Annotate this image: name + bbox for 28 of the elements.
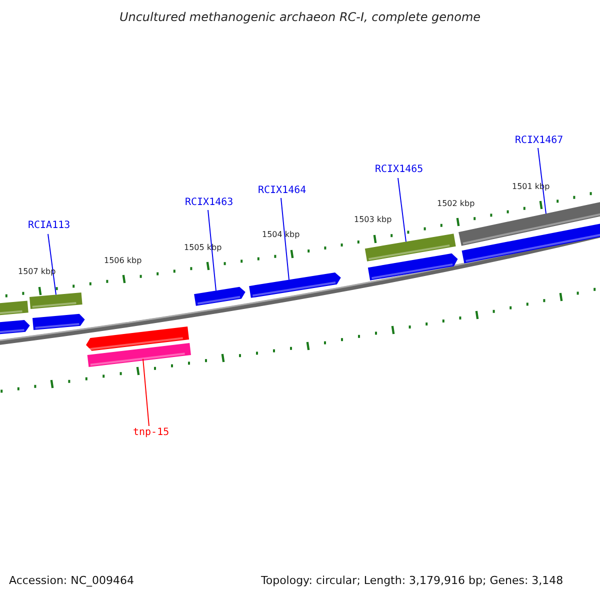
footer-text: Accession: NC_009464 (9, 575, 134, 586)
gene-label: RCIX1463 (185, 198, 234, 208)
gene-label: RCIA113 (28, 221, 70, 231)
gene-feature (87, 343, 191, 367)
footer-text: Topology: circular; Length: 3,179,916 bp; Genes: 3,148 (261, 575, 564, 586)
scale-label: 1503 kbp (354, 216, 392, 224)
scale-label: 1502 kbp (437, 200, 475, 208)
gene-feature (29, 292, 82, 309)
title: Uncultured methanogenic archaeon RC-I, complete genome (118, 11, 482, 23)
leader-line (142, 358, 150, 426)
gene-feature (0, 320, 30, 335)
scale-label: 1504 kbp (262, 231, 300, 239)
leader-line (398, 178, 406, 242)
gene-feature (364, 234, 456, 262)
gene-label: RCIX1465 (375, 165, 424, 175)
gene-feature (462, 222, 600, 264)
gene-feature (32, 314, 85, 330)
scale-label: 1506 kbp (104, 257, 142, 265)
gene-feature (86, 326, 190, 351)
gene-label: RCIX1467 (515, 136, 564, 146)
gene-label: tnp-15 (133, 428, 170, 438)
gene-feature (249, 272, 341, 298)
gene-feature (458, 200, 600, 246)
gene-label: RCIX1464 (258, 186, 306, 196)
gene-feature (194, 286, 246, 306)
gene-feature (0, 300, 28, 316)
gene-feature (368, 253, 458, 280)
leader-line (280, 198, 290, 280)
